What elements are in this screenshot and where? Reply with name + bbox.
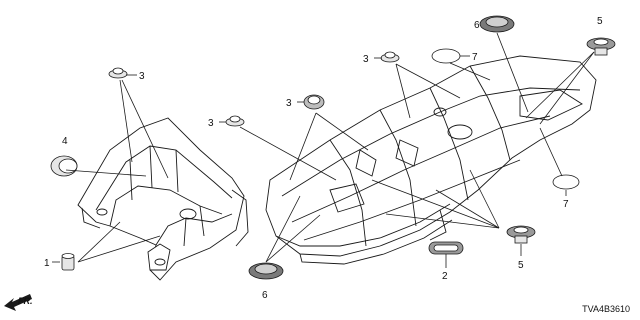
grommet-3-mid: [225, 115, 245, 127]
callout-3-front: 3: [139, 71, 145, 82]
callout-6-top: 6: [474, 20, 480, 31]
callout-5-bottom: 5: [518, 260, 524, 271]
grommet-3-front: [108, 67, 128, 79]
front-arrow-icon: [4, 294, 32, 311]
callout-4: 4: [62, 136, 68, 147]
callout-5-top: 5: [597, 16, 603, 27]
seal-7-right: [552, 174, 580, 190]
callout-1: 1: [44, 258, 50, 269]
diagram-code: TVA4B3610: [582, 304, 630, 314]
callout-3-mid: 3: [208, 118, 214, 129]
plug-6-top: [479, 15, 515, 33]
grommet-3-center: [303, 94, 325, 110]
callout-3-rear: 3: [363, 54, 369, 65]
direction-label: FR.: [18, 296, 33, 306]
grommet-5-bottom: [506, 225, 536, 244]
callout-7-right: 7: [563, 199, 569, 210]
callout-3-center: 3: [286, 98, 292, 109]
callout-7-top: 7: [472, 52, 478, 63]
floor-pan: [265, 55, 597, 265]
front-subframe: [77, 117, 249, 281]
seal-7-top: [431, 48, 461, 64]
callout-2: 2: [442, 271, 448, 282]
leader-lines: [52, 32, 595, 268]
plug-4: [50, 155, 78, 177]
grommet-3-rear: [380, 51, 400, 63]
callout-6-bottom: 6: [262, 290, 268, 301]
grommet-5-top: [586, 37, 616, 56]
plug-1: [61, 253, 75, 271]
plug-6-bottom: [248, 262, 284, 280]
callout-numbers: 3 4 1 3 3 3 6 5 7 7 2 5 6: [44, 16, 603, 301]
plug-2: [428, 241, 464, 255]
